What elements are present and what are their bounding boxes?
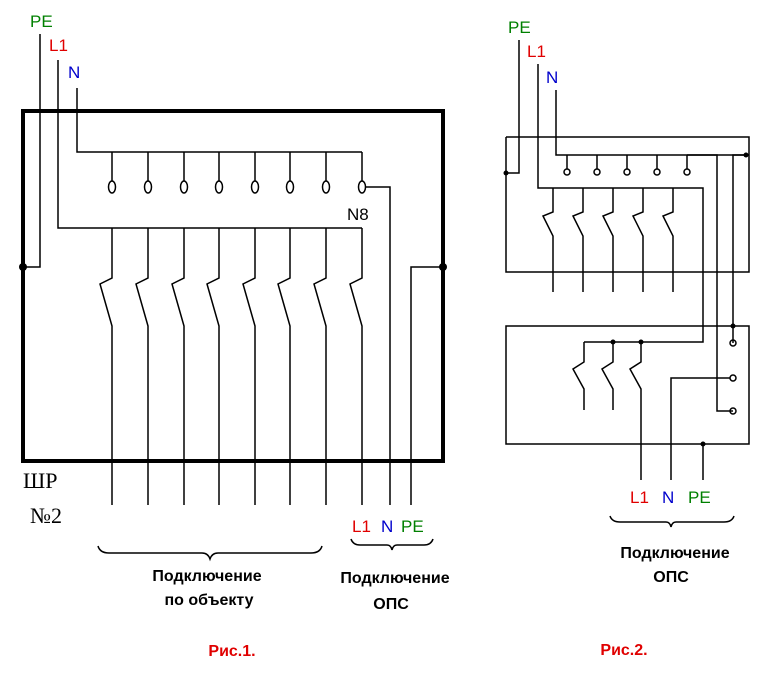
fig2-pe-through-wire <box>732 154 746 326</box>
fig2-breaker <box>541 188 554 292</box>
fig2-n-terminal <box>683 168 691 176</box>
fig1-breaker <box>349 228 363 505</box>
fig1-caption-object-line1: Подключение <box>152 568 261 585</box>
fig2-breaker <box>631 188 644 292</box>
fig1-n-busbar <box>76 88 362 153</box>
fig1-n-terminal <box>143 180 153 194</box>
fig2-pe-out-junction <box>700 441 706 447</box>
fig1-pe-wire <box>23 34 41 268</box>
fig1-breaker <box>206 228 220 505</box>
fig2-lower-breakers <box>572 339 644 480</box>
fig1-pe-junction-right <box>439 263 447 271</box>
fig1-pe-junction-left <box>19 263 27 271</box>
fig1-breaker <box>171 228 185 505</box>
fig1-breaker <box>242 228 256 505</box>
fig1-object-bracket <box>97 545 323 562</box>
fig1-breaker <box>135 228 149 505</box>
fig2-upper-panel <box>505 136 750 273</box>
fig2-n-out-terminal <box>729 374 737 382</box>
fig2-ops-n-wire <box>670 377 730 480</box>
fig1-ops-n-wire <box>366 186 391 505</box>
fig2-lower-terminals <box>729 339 737 415</box>
fig1-panel-name: ШР <box>23 468 57 493</box>
fig1-caption-ops-line2: ОПС <box>373 596 409 613</box>
fig2-breaker <box>601 188 614 292</box>
fig2-breaker <box>571 188 584 292</box>
fig2-n-terminal <box>653 168 661 176</box>
fig1-n-terminal <box>285 180 295 194</box>
fig2-ops-bracket <box>609 515 735 528</box>
fig2-l1-busbar <box>537 64 704 343</box>
fig2-upper-breakers <box>541 188 674 292</box>
fig2-pe-terminal <box>729 339 737 347</box>
fig1-title: Рис.1. <box>208 643 255 660</box>
fig2-breaker <box>661 188 674 292</box>
fig2-lower-panel <box>505 325 750 445</box>
fig2-bottom-pe-label: PE <box>688 488 711 507</box>
fig2-caption-ops-line2: ОПС <box>653 569 689 586</box>
figure-1: PE L1 N N8 <box>19 12 450 660</box>
fig2-n-in-terminal <box>729 407 737 415</box>
fig2-title: Рис.2. <box>600 642 647 659</box>
fig1-circuit-breakers <box>99 228 363 505</box>
fig1-caption-ops-line1: Подключение <box>340 570 449 587</box>
fig2-caption-ops-line1: Подключение <box>620 545 729 562</box>
fig2-pe-junction <box>503 170 509 176</box>
fig2-breaker <box>572 342 585 410</box>
fig2-pe-feed <box>506 40 520 174</box>
fig1-bottom-l1-label: L1 <box>352 517 371 536</box>
fig1-breaker <box>277 228 291 505</box>
fig1-fuse-label: N8 <box>347 205 369 224</box>
fig2-pe-label: PE <box>508 18 531 37</box>
fig1-n-terminal <box>214 180 224 194</box>
fig1-panel-enclosure <box>21 109 445 463</box>
fig1-breaker <box>99 228 113 505</box>
fig1-n-label: N <box>68 63 80 82</box>
fig2-n-label: N <box>546 68 558 87</box>
fig2-l1-junction <box>610 339 616 345</box>
fig2-neutral-terminals <box>563 155 691 176</box>
fig1-n-terminal <box>179 180 189 194</box>
fig1-n-terminal <box>357 180 367 194</box>
fig1-l1-label: L1 <box>49 36 68 55</box>
fig2-l1-junction <box>638 339 644 345</box>
fig1-pe-label: PE <box>30 12 53 31</box>
fig2-n-terminal <box>563 168 571 176</box>
fig1-caption-object-line2: по объекту <box>164 592 253 609</box>
fig2-breaker <box>601 342 614 410</box>
fig1-bottom-pe-label: PE <box>401 517 424 536</box>
fig2-breaker <box>629 342 642 480</box>
fig2-l1-label: L1 <box>527 42 546 61</box>
figure-2: PE L1 N <box>503 18 750 659</box>
fig1-bottom-n-label: N <box>381 517 393 536</box>
fig1-l1-busbar <box>57 60 362 229</box>
fig1-breaker <box>313 228 327 505</box>
fig1-n-terminal <box>250 180 260 194</box>
fig1-neutral-terminals <box>107 152 367 194</box>
fig1-panel-number: №2 <box>30 503 62 528</box>
fig2-n-terminal <box>623 168 631 176</box>
fig2-n-terminal <box>593 168 601 176</box>
fig1-ops-pe-wire <box>410 266 443 505</box>
fig1-n-terminal <box>107 180 117 194</box>
fig2-bottom-n-label: N <box>662 488 674 507</box>
fig1-ops-bracket <box>350 538 434 551</box>
fig2-bottom-l1-label: L1 <box>630 488 649 507</box>
fig1-n-terminal <box>321 180 331 194</box>
